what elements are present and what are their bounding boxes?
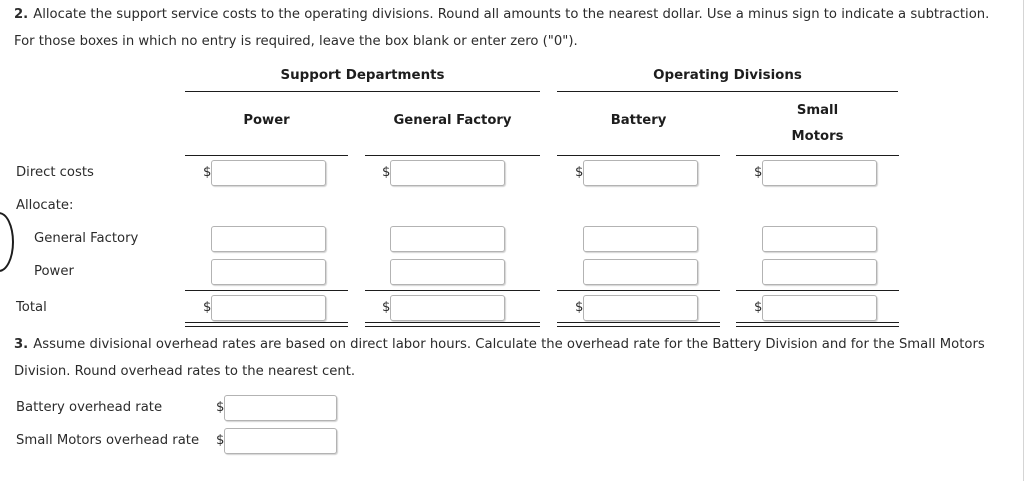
column-header-power: Power <box>185 113 348 129</box>
column-header-small-motors-line2: Motors <box>791 129 844 144</box>
column-header-battery-line2: Battery <box>610 113 667 128</box>
question-3-line-1: 3. Assume divisional overhead rates are b… <box>14 336 1009 353</box>
rate-label-small-motors-overhead: Small Motors overhead rate <box>16 433 200 448</box>
dollar-sign-small-motors-overhead-rate: $ <box>216 433 225 448</box>
row-label-allocate-power: Power <box>34 264 74 279</box>
input-allocate-general-factory-power[interactable] <box>211 226 326 252</box>
total-double-rule-battery <box>557 322 720 327</box>
row-label-allocate-general-factory: General Factory <box>34 231 139 246</box>
subtotal-rule-power <box>185 290 348 291</box>
subtotal-rule-battery <box>557 290 720 291</box>
input-total-power[interactable] <box>211 295 326 321</box>
dollar-sign-direct-costs-battery: $ <box>575 165 584 180</box>
group-header-operating-divisions: Operating Divisions <box>653 68 802 83</box>
total-double-rule-small-motors <box>736 322 899 327</box>
cost-allocation-table: Support Departments Operating Divisions … <box>0 68 899 327</box>
total-double-rule-power <box>185 322 348 327</box>
dollar-sign-total-battery: $ <box>575 300 584 315</box>
dollar-sign-total-general-factory: $ <box>382 300 391 315</box>
dollar-sign-battery-overhead-rate: $ <box>216 400 225 415</box>
row-label-direct-costs: Direct costs <box>16 165 94 180</box>
input-direct-costs-general-factory[interactable] <box>390 160 505 186</box>
column-rule-power <box>185 155 348 156</box>
column-header-general-factory-line2: General Factory <box>393 113 512 128</box>
input-allocate-general-factory-small-motors[interactable] <box>762 226 877 252</box>
input-allocate-power-power[interactable] <box>211 259 326 285</box>
input-allocate-power-small-motors[interactable] <box>762 259 877 285</box>
question-2-line-2: For those boxes in which no entry is req… <box>14 34 578 49</box>
input-total-battery[interactable] <box>583 295 698 321</box>
column-header-battery: Battery <box>557 113 720 129</box>
input-direct-costs-small-motors[interactable] <box>762 160 877 186</box>
question-3-text-1: Assume divisional overhead rates are bas… <box>33 337 985 352</box>
column-header-small-motors: Small Motors <box>736 103 899 145</box>
group-header-support-departments: Support Departments <box>280 68 445 83</box>
total-double-rule-general-factory <box>365 322 540 327</box>
column-rule-small-motors <box>736 155 899 156</box>
question-2-line-1: 2. Allocate the support service costs to … <box>14 6 1009 23</box>
dollar-sign-total-power: $ <box>203 300 212 315</box>
dollar-sign-direct-costs-power: $ <box>203 165 212 180</box>
question-3-line-2: Division. Round overhead rates to the ne… <box>14 364 356 379</box>
question-2-text-1: Allocate the support service costs to th… <box>33 7 990 22</box>
column-rule-battery <box>557 155 720 156</box>
input-battery-overhead-rate[interactable] <box>224 395 337 421</box>
rate-label-battery-overhead: Battery overhead rate <box>16 400 163 415</box>
row-label-total: Total <box>16 300 47 315</box>
dollar-sign-total-small-motors: $ <box>754 300 763 315</box>
input-allocate-power-battery[interactable] <box>583 259 698 285</box>
input-allocate-general-factory-battery[interactable] <box>583 226 698 252</box>
input-small-motors-overhead-rate[interactable] <box>224 428 337 454</box>
question-3-number: 3. <box>14 337 29 352</box>
column-header-small-motors-line1: Small <box>796 103 839 118</box>
column-header-general-factory: General Factory <box>365 113 540 129</box>
input-total-general-factory[interactable] <box>390 295 505 321</box>
column-rule-general-factory <box>365 155 540 156</box>
input-total-small-motors[interactable] <box>762 295 877 321</box>
input-direct-costs-power[interactable] <box>211 160 326 186</box>
input-allocate-power-general-factory[interactable] <box>390 259 505 285</box>
subtotal-rule-small-motors <box>736 290 899 291</box>
subtotal-rule-general-factory <box>365 290 540 291</box>
group-rule-support-departments <box>185 91 540 92</box>
dollar-sign-direct-costs-small-motors: $ <box>754 165 763 180</box>
dollar-sign-direct-costs-general-factory: $ <box>382 165 391 180</box>
input-allocate-general-factory-general-factory[interactable] <box>390 226 505 252</box>
question-2-block: 2. Allocate the support service costs to … <box>14 6 1009 50</box>
question-3-block: 3. Assume divisional overhead rates are b… <box>14 336 1009 380</box>
group-rule-operating-divisions <box>557 91 898 92</box>
row-label-allocate: Allocate: <box>16 198 74 213</box>
column-header-power-line2: Power <box>243 113 290 128</box>
decorative-arc <box>0 212 14 272</box>
question-2-number: 2. <box>14 7 29 22</box>
input-direct-costs-battery[interactable] <box>583 160 698 186</box>
